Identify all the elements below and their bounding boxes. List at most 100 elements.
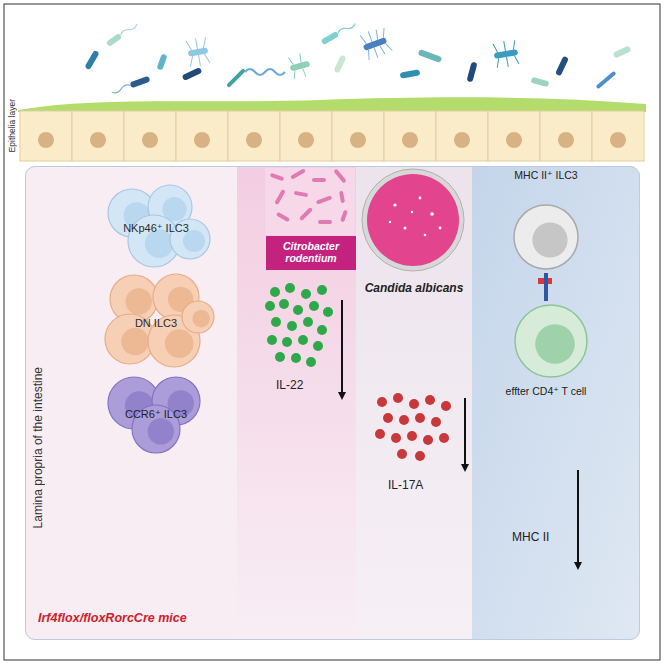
cell-nucleus: [126, 288, 152, 314]
bacteria: [596, 71, 617, 89]
citrobacter-micrograph: [333, 169, 346, 184]
citrobacter-micrograph: [316, 195, 332, 204]
bacteria: [226, 68, 246, 88]
il17a-dots: [441, 401, 451, 411]
il22-dots: [265, 283, 333, 367]
bacteria: [245, 69, 285, 75]
bacteria: [182, 67, 203, 81]
epithelium: [592, 111, 644, 161]
bacteria: [467, 62, 478, 83]
bacteria: [186, 36, 211, 67]
cell-body: [182, 301, 214, 333]
bacteria: [186, 36, 211, 67]
node-text: Lamina propria of the intestine: [31, 367, 45, 528]
bacteria: [119, 22, 138, 37]
epithelium: [124, 111, 176, 161]
cell-nucleus: [192, 310, 210, 328]
il22-dots: [317, 285, 327, 295]
bacteria: [288, 54, 306, 80]
node-text: Citrobacter rodentium: [266, 241, 356, 264]
il22-dots: [298, 335, 308, 345]
epithelium: [18, 97, 646, 161]
bacteria: [84, 50, 99, 70]
bacteria: [418, 49, 443, 63]
epithelium: [194, 132, 210, 148]
il17a-dots: [397, 449, 407, 459]
citrobacter-micrograph: [265, 168, 355, 235]
bacteria: [555, 56, 569, 77]
columns: [356, 166, 472, 640]
cell-drawing: [496, 169, 596, 273]
citrobacter-micrograph: [274, 189, 285, 205]
il17a-dots: [399, 415, 409, 425]
il17a-dots: [407, 431, 417, 441]
node-text: effter CD4⁺ T cell: [481, 385, 611, 397]
cytokine-label: IL-22: [276, 378, 303, 392]
cell-nucleus: [535, 324, 575, 364]
il17a-dots: [393, 393, 403, 403]
down-arrow: [341, 300, 343, 396]
epithelium: [20, 111, 72, 161]
bacteria: [360, 26, 393, 61]
il22-dots: [271, 317, 281, 327]
petri-dish: [411, 211, 413, 213]
bacteria: [613, 45, 632, 58]
bacteria: [492, 39, 520, 69]
bacteria: [111, 84, 131, 95]
epithelium: [384, 111, 436, 161]
il22-dots: [293, 305, 303, 315]
petri-dish: [424, 234, 427, 237]
epithelium: [540, 111, 592, 161]
citrobacter-micrograph: [312, 178, 326, 182]
epithelium: [176, 111, 228, 161]
epithelium: [488, 111, 540, 161]
bacteria: [467, 62, 478, 83]
bacteria: [359, 26, 393, 61]
epithelium: [350, 132, 366, 148]
il17a-dots: [439, 433, 449, 443]
columns: [25, 166, 237, 640]
ilc3-cluster: DN ILC3: [96, 273, 216, 373]
il22-dots: [323, 307, 333, 317]
receptor-connector: [544, 273, 548, 301]
il17a-dots: [409, 399, 419, 409]
bacteria: [182, 67, 203, 81]
bacteria: [333, 55, 346, 74]
bacteria: [106, 21, 139, 47]
bacteria: [226, 68, 246, 88]
cell-body: [515, 305, 587, 377]
down-arrow: [577, 470, 579, 566]
bacteria: [531, 77, 550, 87]
mhc-molecule: [538, 278, 552, 284]
epithelium: [280, 111, 332, 161]
citrobacter-micrograph: [339, 191, 345, 204]
il22-dots: [309, 301, 319, 311]
node-subtext: Irf4flox/floxRorcCre mice: [38, 611, 187, 625]
node-text: MHC II⁺ ILC3: [496, 169, 596, 181]
petri-dish: [362, 169, 464, 271]
petri-dish: [367, 174, 459, 266]
citrobacter-micrograph: [318, 220, 332, 224]
bacteria: [555, 56, 569, 77]
petri-dish: [419, 197, 422, 200]
il17a-dots: [423, 435, 433, 445]
il22-dots: [275, 352, 285, 362]
cell-nucleus: [148, 418, 174, 444]
citrobacter-micrograph: [290, 168, 306, 179]
epithelium: [610, 132, 626, 148]
epithelium: [558, 132, 574, 148]
il22-dots: [306, 357, 316, 367]
bacteria: [596, 71, 617, 89]
epithelium: [228, 111, 280, 161]
bacteria: [418, 49, 443, 63]
il22-dots: [313, 341, 323, 351]
node-text: DN ILC3: [96, 317, 216, 329]
citrobacter-micrograph: [294, 191, 308, 197]
il22-dots: [285, 283, 295, 293]
bacteria: [494, 49, 519, 59]
cell-nucleus: [532, 222, 567, 257]
citrobacter-micrograph: [270, 168, 348, 224]
cytokine-label: IL-17A: [388, 478, 423, 492]
bacteria: [400, 69, 421, 78]
